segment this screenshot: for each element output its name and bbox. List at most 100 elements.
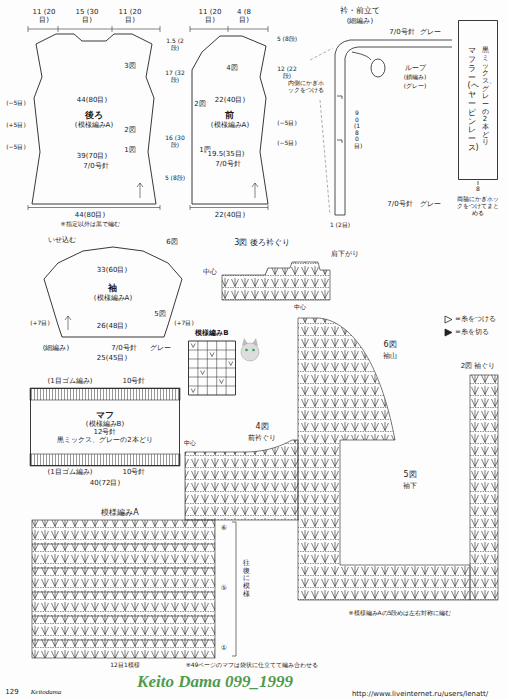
stitch-symbol: [210, 353, 214, 357]
scarf-line: [478, 181, 479, 185]
piece-note: (模様編みA): [75, 121, 113, 129]
scarf-box: マフラー (ヘヤーピンレース) 黒ミックス、グレーの2本どり: [458, 20, 498, 180]
front-piece: 前(模様編みA): [190, 32, 270, 207]
dimension-label: 中心: [183, 440, 197, 447]
grid-line: [189, 386, 236, 387]
dimension-line: [190, 205, 268, 210]
dimension-label: 129: [4, 688, 19, 696]
dimension-label: 44(80目): [74, 211, 106, 219]
dimension-label: 衿・前立て: [339, 6, 381, 15]
dimension-label: ※49ページのマフは袋状に仕立てて編み合わせる: [185, 662, 320, 669]
direction-arrow: [65, 316, 71, 330]
dimension-label: 7/0号針: [110, 344, 137, 352]
dimension-label: 中心: [293, 304, 307, 311]
dimension-label: ⑥: [220, 524, 228, 532]
dimension-label: 4図: [225, 64, 238, 72]
dimension-label: (−5目): [5, 100, 27, 107]
dimension-label: http://www.liveinternet.ru/users/lenatt/: [351, 690, 489, 698]
piece-note: 12号針: [94, 428, 117, 436]
dimension-label: 袖下: [402, 482, 418, 490]
dimension-label: 3図: [123, 62, 136, 70]
watermark: Keito Dama 099_1999: [136, 672, 294, 692]
stitch-chart-a: [32, 520, 215, 658]
piece-note: 黒ミックス、グレーの2本どり: [482, 47, 489, 147]
piece-name: 前: [225, 110, 234, 120]
dimension-label: 11 (20目): [117, 8, 143, 24]
text-group: マフラー (ヘヤーピンレース) 黒ミックス、グレーの2本どり: [468, 47, 489, 153]
dimension-label: (−5目): [276, 120, 298, 127]
back-piece: 後ろ(模様編みA): [28, 32, 160, 207]
stitch-symbol: [191, 389, 195, 393]
collar-figure: [310, 40, 452, 215]
ribbing-band: [30, 454, 180, 466]
dimension-label: (グレー): [403, 83, 428, 90]
piece-name: マフ: [96, 410, 114, 420]
dimension-label: 12 (22段): [275, 66, 299, 80]
piece-name: 袖: [108, 283, 117, 293]
dimension-label: 肩下がり: [330, 250, 360, 258]
dimension-label: (細編み): [346, 17, 374, 25]
dimension-label: 4図: [254, 422, 269, 431]
grid-frame: [189, 341, 236, 395]
ribbing-band: [30, 388, 180, 400]
dimension-label: 22(40目): [214, 96, 246, 104]
dimension-label: 往復に模様: [242, 560, 251, 598]
dimension-line: [190, 26, 268, 32]
chart-back-neck: [222, 262, 330, 300]
text-group: マフ(模様編みB)12号針黒ミックス、グレーの2本どり: [57, 410, 152, 444]
dimension-label: (細編み): [42, 344, 70, 352]
outline-shape: [31, 389, 180, 466]
dimension-label: 26(48目): [96, 322, 128, 330]
text-group: 模様編みB: [195, 328, 228, 337]
dimension-label: 2図: [123, 126, 136, 134]
dimension-label: 39(70目): [76, 152, 108, 160]
dimension-label: 5 (8段): [275, 36, 299, 43]
loop: [371, 59, 385, 77]
outline-shape: [459, 21, 498, 180]
outline-shape: [44, 247, 182, 337]
piece-name: マフラー (ヘヤーピンレース): [468, 47, 476, 153]
piece-note: (模様編みB): [86, 420, 124, 428]
dimension-label: 7/0号針: [82, 162, 109, 170]
dimension-label: 7/0号針: [388, 28, 415, 36]
muff-ribbing: [30, 388, 180, 466]
kitten-face: [241, 343, 259, 361]
loop-cord: [352, 52, 371, 60]
dimension-label: (−5目): [276, 140, 298, 147]
dimension-label: (+5目): [5, 122, 27, 129]
dimension-label: 7/0号針: [214, 160, 241, 168]
legend-item: =糸を切る: [444, 327, 489, 337]
dimension-label: グレー: [419, 200, 442, 208]
kitten-eye: [252, 349, 255, 352]
dimension-label: 袖山: [382, 352, 398, 360]
piece-outline: [44, 247, 182, 337]
front-band: [335, 215, 345, 216]
dimension-label: ※指定以外は黒で編む: [59, 221, 120, 228]
dimension-label: 8: [475, 186, 481, 193]
dimension-label: 7/0号針: [386, 200, 413, 208]
front-band: [345, 47, 452, 215]
dimension-label: (鎖編み): [403, 74, 428, 81]
text-group: 前(模様編みA): [211, 110, 249, 128]
dimension-label: (+7目): [173, 320, 195, 327]
dimension-label: 6図: [382, 340, 397, 349]
chart-front-neck: [185, 440, 298, 520]
dimension-label: 11 (20目): [197, 8, 223, 24]
muff-piece: マフ(模様編みB)12号針黒ミックス、グレーの2本どり: [30, 388, 180, 466]
dimension-label: Keitodama: [30, 688, 63, 696]
dimension-label: 両脇にかぎホックをつけてまとめる: [455, 196, 501, 217]
dimension-label: 12目1模様: [109, 662, 140, 669]
piece-outline: [192, 36, 268, 204]
dimension-label: 模様編みA: [100, 508, 139, 517]
dimension-label: 6図: [165, 238, 178, 246]
piece-note: 黒ミックス、グレーの2本どり: [57, 436, 152, 444]
grid-line: [189, 359, 236, 360]
dimension-label: (1目ゴム編み): [47, 468, 94, 476]
stitch-symbol: [191, 344, 195, 348]
dimension-label: 中心: [202, 268, 218, 276]
dimension-label: 1.5 (2段): [163, 38, 187, 52]
legend-text: =糸をつける: [455, 314, 496, 324]
outline-shape: [192, 36, 268, 204]
outline-shape: [32, 34, 156, 204]
